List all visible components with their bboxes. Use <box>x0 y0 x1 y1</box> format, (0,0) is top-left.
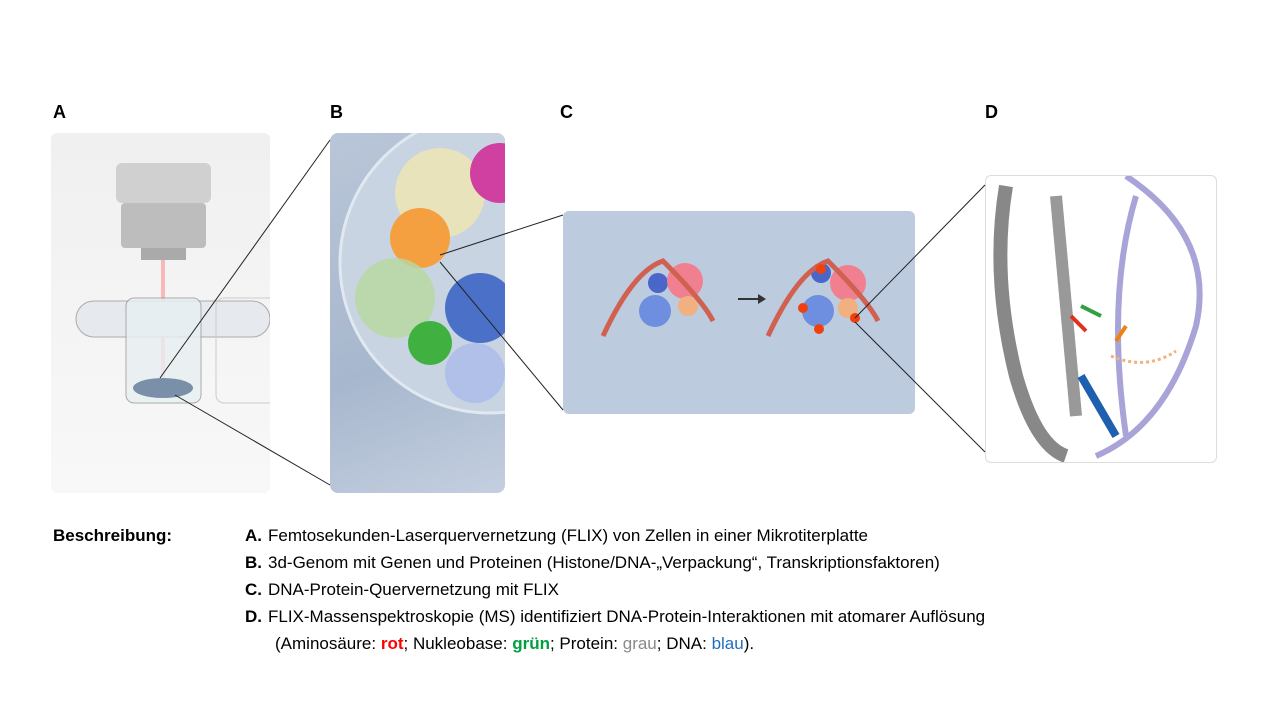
crosslinking-image <box>563 211 915 414</box>
panel-label-b: B <box>330 102 343 122</box>
panel-label-d: D <box>985 102 998 122</box>
description-item-a: A.Femtosekunden-Laserquervernetzung (FLI… <box>245 526 869 545</box>
description-item-d: D.FLIX-Massenspektroskopie (MS) identifi… <box>245 607 986 626</box>
panel-label-c: C <box>560 102 573 122</box>
description-item-c: C.DNA-Protein-Quervernetzung mit FLIX <box>245 580 559 599</box>
description-heading: Beschreibung: <box>53 526 173 545</box>
description-item-b: B.3d-Genom mit Genen und Proteinen (Hist… <box>245 553 940 572</box>
microscope-image <box>51 133 270 493</box>
genome-image <box>330 133 505 493</box>
protein-dna-structure-image <box>985 175 1217 463</box>
panel-label-a: A <box>53 102 66 122</box>
color-legend: (Aminosäure: rot; Nukleobase: grün; Prot… <box>275 634 755 653</box>
